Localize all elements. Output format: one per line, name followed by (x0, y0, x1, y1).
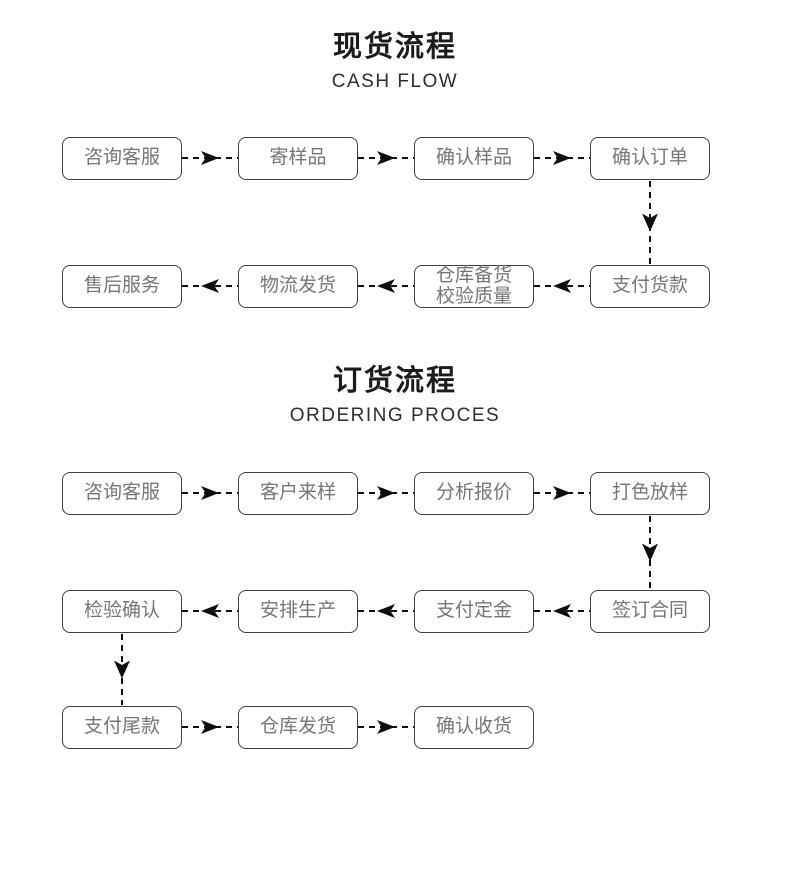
flow-node: 寄样品 (238, 137, 358, 180)
flow-node-label: 分析报价 (435, 482, 512, 504)
flow-node: 分析报价 (414, 472, 534, 515)
flow-node-label: 打色放样 (611, 482, 688, 504)
arrow-right-icon (534, 485, 590, 501)
section-title-cn: 现货流程 (332, 31, 457, 63)
flow-node-label: 寄样品 (269, 147, 327, 169)
flow-node: 咨询客服 (62, 472, 182, 515)
flow-node: 咨询客服 (62, 137, 182, 180)
arrow-left-icon (182, 278, 238, 294)
flow-node: 打色放样 (590, 472, 710, 515)
flow-node: 检验确认 (62, 590, 182, 633)
arrow-right-icon (182, 719, 238, 735)
flow-node: 支付尾款 (62, 706, 182, 749)
flow-node-label: 支付货款 (611, 275, 688, 297)
flow-node: 支付定金 (414, 590, 534, 633)
flow-node: 仓库发货 (238, 706, 358, 749)
flow-node-label: 签订合同 (611, 600, 688, 622)
flow-node: 物流发货 (238, 265, 358, 308)
section-title-en: CASH FLOW (331, 70, 459, 92)
flow-node-label: 客户来样 (259, 482, 336, 504)
arrow-right-icon (358, 485, 414, 501)
arrow-right-icon (358, 150, 414, 166)
arrow-down-icon (642, 516, 658, 589)
arrow-down-icon (642, 181, 658, 264)
section-ordering-title-block: 订货流程 ORDERING PROCES (0, 364, 790, 427)
flow-node: 确认订单 (590, 137, 710, 180)
section-title-en: ORDERING PROCES (289, 404, 501, 426)
arrow-left-icon (358, 603, 414, 619)
section-title-cn: 订货流程 (332, 365, 457, 397)
flow-node: 安排生产 (238, 590, 358, 633)
arrow-right-icon (182, 485, 238, 501)
flow-node-label: 物流发货 (259, 275, 336, 297)
flow-node: 签订合同 (590, 590, 710, 633)
flow-node: 确认样品 (414, 137, 534, 180)
flow-node: 售后服务 (62, 265, 182, 308)
arrow-down-icon (114, 634, 130, 705)
flow-node-label: 咨询客服 (83, 482, 160, 504)
flow-node-label: 检验确认 (83, 600, 160, 622)
arrow-left-icon (182, 603, 238, 619)
flow-node-label: 仓库发货 (259, 716, 336, 738)
arrow-left-icon (534, 603, 590, 619)
flow-node-label: 确认收货 (435, 716, 512, 738)
arrow-right-icon (182, 150, 238, 166)
arrow-right-icon (534, 150, 590, 166)
arrow-left-icon (358, 278, 414, 294)
flow-node-label-line2: 校验质量 (435, 285, 512, 307)
flow-node-label: 支付尾款 (83, 716, 160, 738)
flow-node-label: 售后服务 (83, 275, 160, 297)
flow-node: 支付货款 (590, 265, 710, 308)
section-cash-flow-title-block: 现货流程 CASH FLOW (0, 30, 790, 93)
flow-node-label: 咨询客服 (83, 147, 160, 169)
flow-node: 客户来样 (238, 472, 358, 515)
flow-node-label: 安排生产 (259, 600, 336, 622)
arrow-left-icon (534, 278, 590, 294)
arrow-right-icon (358, 719, 414, 735)
flow-node: 确认收货 (414, 706, 534, 749)
flow-node-label: 支付定金 (435, 600, 512, 622)
flow-node-label: 仓库备货 (435, 264, 512, 286)
flow-node: 仓库备货 校验质量 (414, 265, 534, 308)
flow-node-label: 确认订单 (611, 147, 688, 169)
flow-node-label: 确认样品 (435, 147, 512, 169)
